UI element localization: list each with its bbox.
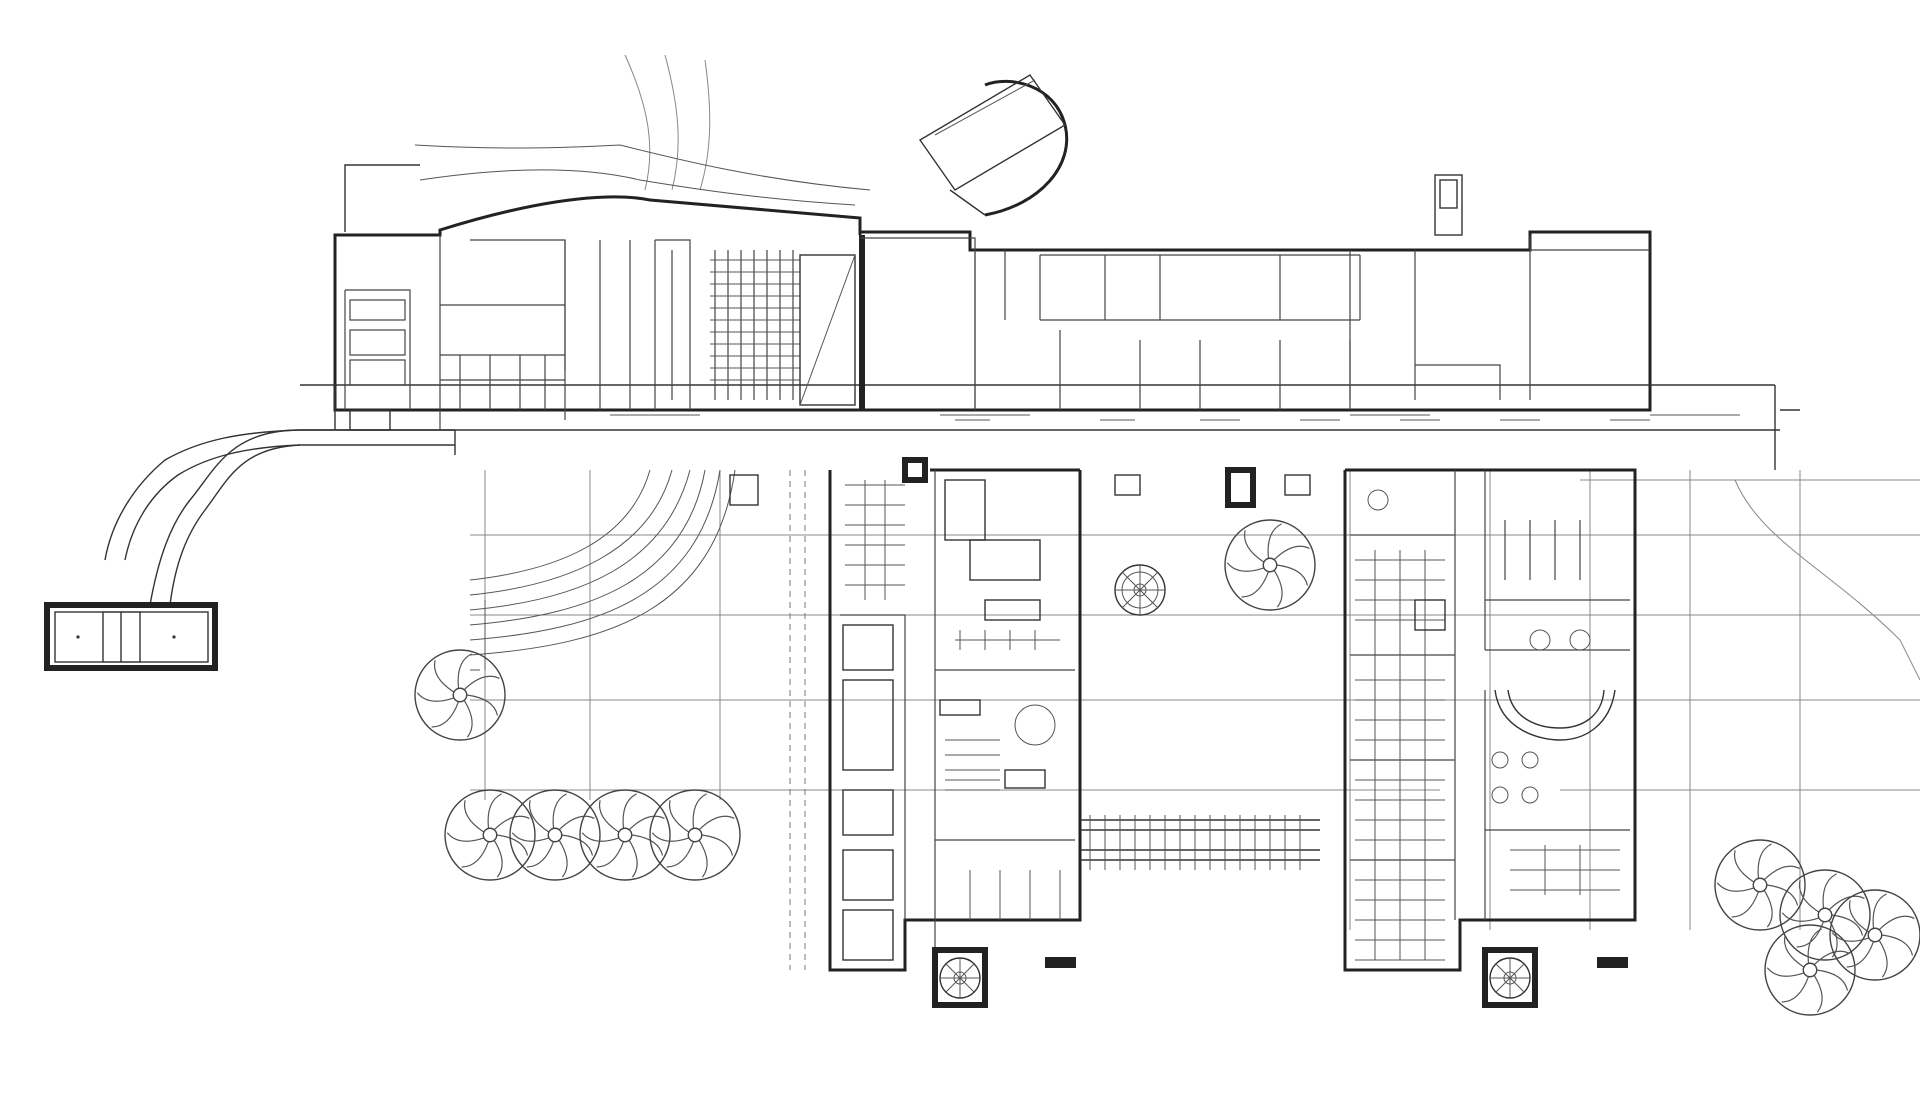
tree-icon [1779,869,1871,961]
tree-icon [444,789,536,881]
tree-icon [509,789,601,881]
tree-icon [649,789,741,881]
terrace-steps [469,54,736,671]
tree-icon [579,789,671,881]
tree-icon [414,649,506,741]
auditorium-seating [710,250,800,400]
tree-icon [1224,519,1316,611]
tree-icon [1829,889,1920,981]
site-grid [470,470,1920,970]
tree-icon [1714,839,1806,931]
courtyard [729,467,1628,968]
tree-icon [1764,924,1856,1016]
pavilion [44,602,218,671]
west-wing [828,457,1082,1008]
main-bar [300,144,1800,470]
trees [414,519,1920,1016]
east-wing [1343,468,1637,1008]
drum [918,74,1069,217]
entrance-ramp [104,429,456,606]
